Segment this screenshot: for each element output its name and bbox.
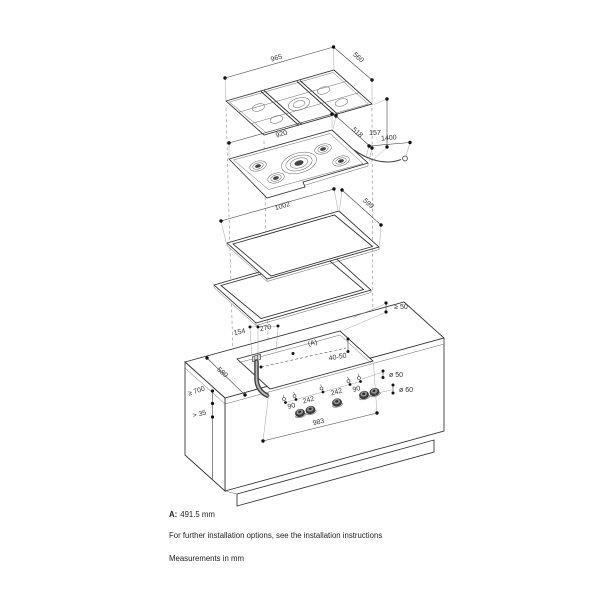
dim-knob-gap-right: 90 [352, 385, 361, 394]
mounting-frame-upper [226, 210, 380, 282]
pan-support-grates [225, 69, 373, 136]
dim-frame-width: 1002 [274, 201, 291, 212]
note-a-label: A: [169, 510, 177, 519]
note-a: A:491.5 mm [169, 510, 215, 519]
dim-knob-gap-left: 90 [287, 402, 296, 411]
dim-control-row-width: 983 [312, 418, 325, 428]
dim-knob-spacing-left: 242 [302, 396, 315, 406]
ref-a-dimension [259, 347, 347, 369]
burner-left-rear [249, 160, 267, 172]
control-knob-holes [282, 373, 362, 404]
cooktop [228, 129, 408, 199]
dim-worktop-thickness: 40-50 [328, 353, 347, 363]
dim-hob-width: 920 [275, 130, 288, 140]
gas-connection-pipe [252, 353, 270, 398]
dim-gas-offset: 270 [259, 324, 272, 333]
cabinet [184, 301, 445, 507]
cable-plug [402, 155, 408, 162]
burner-left-front [267, 172, 285, 184]
dim-grate-width: 965 [270, 54, 283, 64]
footnotes: A:491.5 mm For further installation opti… [169, 510, 382, 563]
dim-knob-spacing-right: 242 [330, 388, 343, 398]
note-installation: For further installation options, see th… [169, 531, 382, 540]
dim-hole-diameter: ø 50 [389, 372, 403, 379]
dim-hob-depth: 518 [350, 126, 363, 139]
dim-bottom-clearance: > 35 [192, 409, 207, 419]
dim-cutout-left-offset: 154 [233, 328, 246, 337]
dim-knob-diameter: ø 60 [399, 387, 413, 394]
note-a-value: 491.5 mm [180, 510, 215, 519]
burner-right-front [332, 155, 350, 167]
note-units: Measurements in mm [169, 554, 244, 563]
worktop-cutout [236, 330, 374, 390]
dim-cable-length: 1400 [381, 134, 397, 142]
plinth [236, 439, 435, 507]
dim-grate-depth: 560 [351, 51, 364, 64]
dim-ref-a: (A) [307, 339, 318, 348]
burner-right-rear [314, 143, 332, 155]
power-cable [353, 149, 402, 163]
burner-center-wok [281, 151, 317, 175]
dim-frame-depth: 599 [361, 197, 374, 210]
dim-hob-height: 157 [369, 130, 381, 137]
dimension-lines [205, 45, 412, 480]
dim-rear-clearance: ≥ 50 [394, 304, 408, 311]
